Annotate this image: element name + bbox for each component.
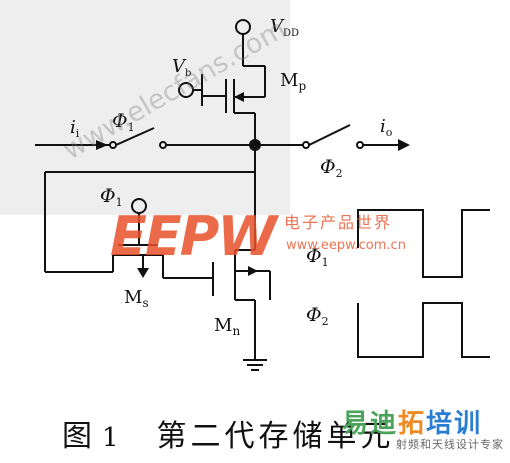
phi2-switch-contact-right [356,141,364,149]
mp-label: Mp [280,70,306,93]
caption-number: 1 [102,423,123,453]
mp-arrow [234,92,244,102]
junction-dot [249,139,261,151]
mn-arrow [248,266,258,276]
io-arrow [398,139,410,151]
corner-logo: 易迪拓培训 射频和天线设计专家 [342,410,504,460]
phi1-waveform [357,209,490,278]
phi1-switch-blade [115,127,155,146]
circuit-wires [35,19,405,371]
phi2-switch-label: Φ2 [320,156,343,180]
phi2-switch-contact-left [302,141,310,149]
vb-label: Vb [172,56,191,79]
vdd-label: VDD [270,16,299,39]
ms-label: Ms [124,287,149,310]
ii-label: ii [70,117,80,140]
caption-title: 第二代存储单元 [156,419,395,454]
eepw-url-watermark: www.eepw.com.cn [286,238,406,253]
ii-arrow [96,140,108,150]
eepw-cn-watermark: 电子产品世界 [284,213,392,232]
clock-waveforms [357,209,490,358]
phi2-wave-label: Φ2 [306,304,329,328]
caption-prefix: 图 [62,419,96,454]
phi1-wave-label: Φ1 [306,245,329,269]
background-panel [0,0,290,215]
phi1-gate-label: Φ1 [100,185,123,209]
io-label: io [380,116,393,139]
phi2-waveform [357,302,490,358]
ms-arrow [137,268,149,278]
circuit-arrows [96,92,410,278]
mn-label: Mn [214,315,240,338]
phi1-switch-label: Φ1 [112,110,135,134]
logo-subtitle: 射频和天线设计专家 [396,438,504,451]
phi2-switch-blade [308,124,351,146]
eepw-watermark: EEPW [110,205,279,268]
logo-title: 易迪拓培训 [342,409,483,439]
